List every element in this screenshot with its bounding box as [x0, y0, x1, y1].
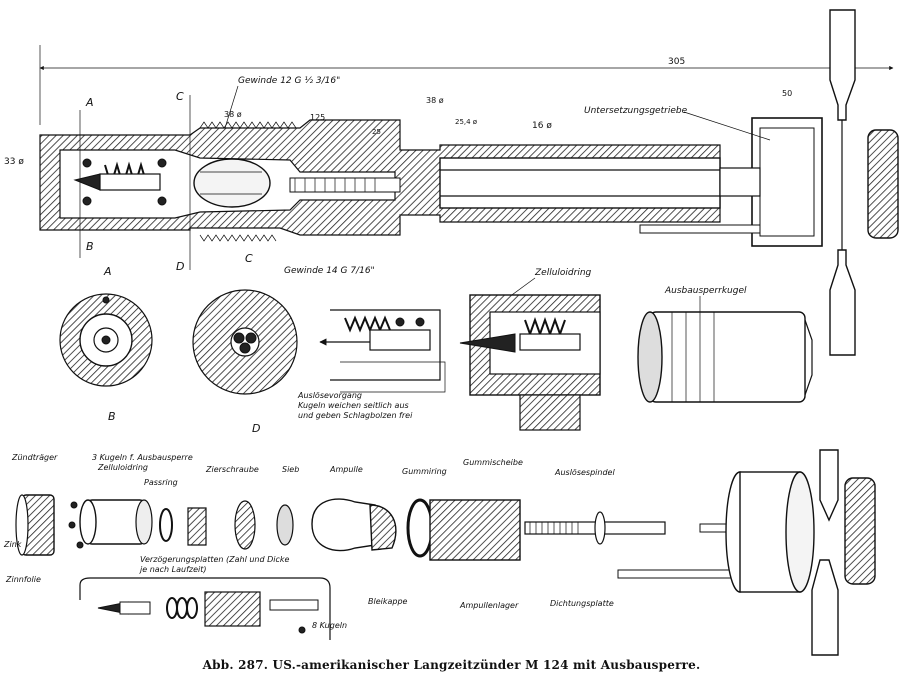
- label-A: A: [85, 96, 94, 109]
- svg-text:A: A: [103, 265, 112, 278]
- cross-section-C-D: C D: [192, 252, 298, 435]
- dim-125: 125: [310, 113, 325, 122]
- label-ausbausperrkugel: Ausbausperrkugel: [664, 286, 747, 296]
- svg-text:Bleikappe: Bleikappe: [368, 597, 408, 606]
- svg-text:je nach Laufzeit): je nach Laufzeit): [139, 565, 207, 574]
- svg-text:Ampulle: Ampulle: [329, 465, 363, 474]
- label-B: B: [86, 240, 94, 253]
- svg-text:Gummiring: Gummiring: [402, 467, 447, 476]
- svg-text:Zinnfolie: Zinnfolie: [5, 575, 41, 584]
- exploded-view: Zündträger Zink Zinnfolie 3 Kugeln f. Au…: [3, 449, 876, 656]
- label-untersetzungsgetriebe: Untersetzungsgetriebe: [584, 106, 688, 116]
- svg-text:Gummischeibe: Gummischeibe: [463, 458, 523, 467]
- svg-text:Dichtungsplatte: Dichtungsplatte: [550, 599, 614, 608]
- dim-overall: 305: [668, 57, 685, 67]
- dim-38b: 38 ø: [426, 96, 444, 105]
- label-gewinde-bottom: Gewinde 14 G 7/16": [284, 266, 375, 276]
- dim-16: 16 ø: [532, 121, 552, 131]
- svg-text:Ampullenlager: Ampullenlager: [459, 601, 519, 610]
- svg-text:Sieb: Sieb: [282, 465, 299, 474]
- svg-text:8 Kugeln: 8 Kugeln: [312, 621, 347, 630]
- dim-50: 50: [782, 89, 792, 98]
- svg-text:Passring: Passring: [144, 478, 178, 487]
- svg-text:Verzögerungsplatten (Zahl und: Verzögerungsplatten (Zahl und Dicke: [140, 555, 290, 564]
- svg-text:Zink: Zink: [3, 540, 22, 549]
- svg-text:C: C: [245, 252, 253, 265]
- label-D: D: [176, 260, 184, 273]
- dim-25: 25,4 ø: [455, 118, 478, 126]
- svg-text:Kugeln weichen seitlich aus: Kugeln weichen seitlich aus: [298, 401, 409, 410]
- label-ausloesevorgang: Auslösevorgang: [297, 391, 362, 400]
- svg-text:3 Kugeln f. Ausbausperre: 3 Kugeln f. Ausbausperre: [92, 453, 193, 462]
- dim-small25: 25: [372, 128, 381, 136]
- svg-text:B: B: [108, 410, 116, 423]
- label-gewinde-top: Gewinde 12 G ½ 3/16": [238, 76, 340, 86]
- label-C: C: [176, 90, 184, 103]
- cross-section-A-B: A B: [59, 265, 153, 423]
- label-zelluloidring: Zelluloidring: [534, 268, 592, 278]
- svg-text:Zündträger: Zündträger: [11, 453, 58, 462]
- dim-38a: 38 ø: [224, 110, 242, 119]
- ausbausperre-unit: Ausbausperrkugel: [637, 286, 813, 403]
- svg-text:Zelluloidring: Zelluloidring: [97, 463, 148, 472]
- svg-text:Zierschraube: Zierschraube: [205, 465, 259, 474]
- svg-text:und geben Schlagbolzen frei: und geben Schlagbolzen frei: [298, 411, 413, 420]
- svg-text:Auslösespindel: Auslösespindel: [554, 468, 615, 477]
- dim-33: 33 ø: [4, 157, 24, 167]
- release-mechanism-detail: Auslösevorgang Kugeln weichen seitlich a…: [297, 268, 601, 431]
- longitudinal-section: 305: [4, 9, 899, 356]
- figure-caption: Abb. 287. US.-amerikanischer Langzeitzün…: [202, 658, 701, 672]
- svg-text:D: D: [252, 422, 260, 435]
